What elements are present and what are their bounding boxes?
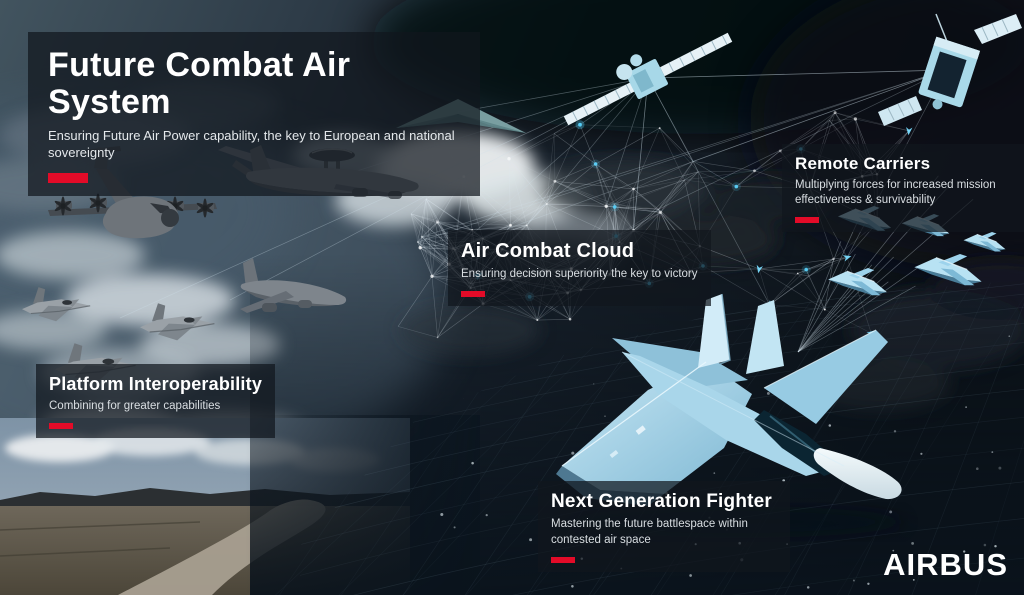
callout-title: Platform Interoperability	[49, 374, 263, 394]
red-accent-bar	[48, 173, 88, 184]
callout-description: Ensuring decision superiority the key to…	[461, 268, 698, 280]
callout-air-combat-cloud: Air Combat Cloud Ensuring decision super…	[448, 230, 711, 306]
red-accent-bar	[551, 556, 575, 563]
callout-description: Multiplying forces for increased mission…	[795, 178, 996, 207]
red-accent-bar	[795, 217, 819, 224]
title-block: Future Combat Air System Ensuring Future…	[28, 32, 480, 197]
communication-satellite	[563, 32, 733, 126]
page-title: Future Combat Air System	[48, 46, 351, 121]
callout-description: Combining for greater capabilities	[49, 399, 221, 412]
page-subtitle: Ensuring Future Air Power capability, th…	[48, 128, 455, 161]
callout-title: Next Generation Fighter	[551, 491, 773, 512]
red-accent-bar	[461, 290, 485, 297]
callout-next-generation-fighter: Next Generation Fighter Mastering the fu…	[538, 481, 790, 572]
callout-description: Mastering the future battlespace within …	[551, 517, 748, 546]
callout-title: Remote Carriers	[795, 154, 931, 173]
a330-tanker-aircraft	[240, 258, 347, 313]
callout-platform-interoperability: Platform Interoperability Combining for …	[36, 364, 276, 438]
observation-satellite	[878, 13, 1022, 126]
callout-title: Air Combat Cloud	[461, 240, 635, 262]
red-accent-bar	[49, 422, 73, 429]
callout-remote-carriers: Remote Carriers Multiplying forces for i…	[782, 144, 1024, 233]
airbus-logo: AIRBUS	[883, 547, 1008, 582]
